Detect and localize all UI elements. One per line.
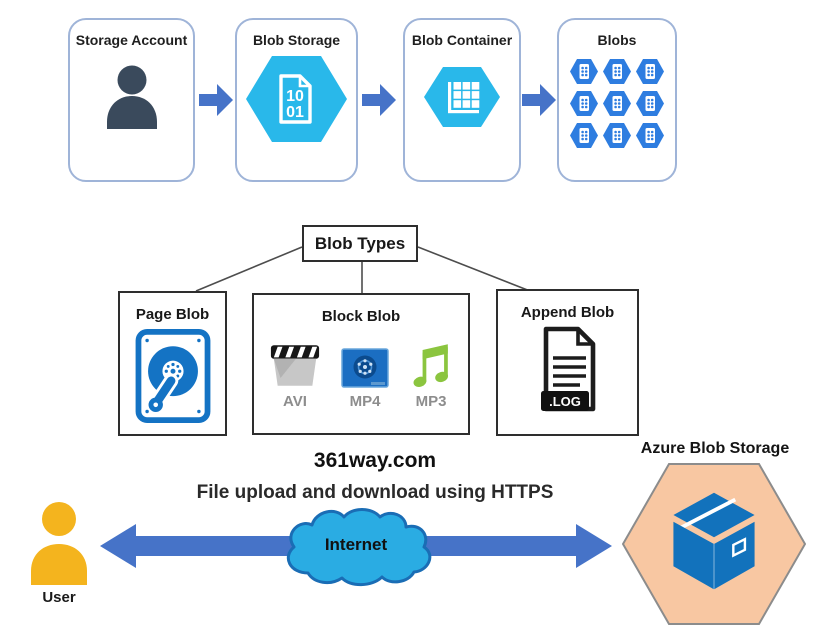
blob-storage-box: Blob Storage 10 01 <box>235 18 358 182</box>
blobs-box: Blobs <box>557 18 677 182</box>
clapperboard-icon <box>270 345 320 386</box>
avi-label: AVI <box>283 393 307 410</box>
blob-storage-label: Blob Storage <box>252 32 341 48</box>
watermark-text: 361way.com <box>313 449 437 472</box>
blob-hexagon-icon <box>636 123 664 148</box>
mp4-label: MP4 <box>349 393 381 410</box>
storage-account-label: Storage Account <box>75 32 188 48</box>
cloud-icon <box>286 508 432 587</box>
binary-document-hexagon-icon: 10 01 <box>246 56 347 142</box>
music-note-icon <box>413 344 449 387</box>
blob-hexagon-icon <box>570 59 598 84</box>
block-blob-box: Block Blob AVI <box>252 293 470 435</box>
append-blob-label: Append Blob <box>520 304 615 321</box>
format-mp3: MP3 <box>409 342 453 410</box>
append-blob-box: Append Blob .LOG <box>496 289 639 436</box>
page-blob-box: Page Blob <box>118 291 227 436</box>
blob-hexagon-icon <box>570 91 598 116</box>
log-document-icon: .LOG <box>540 326 595 412</box>
user-icon <box>31 502 87 585</box>
blob-types-box: Blob Types <box>302 225 418 262</box>
transfer-caption: File upload and download using HTTPS <box>196 482 554 503</box>
storage-account-box: Storage Account <box>68 18 195 182</box>
user-label: User <box>42 589 76 606</box>
blob-hexagon-icon <box>636 59 664 84</box>
blobs-label: Blobs <box>597 32 637 48</box>
blob-types-label: Blob Types <box>314 233 406 253</box>
package-box-icon <box>673 492 755 590</box>
video-file-icon <box>341 348 389 388</box>
blob-hexagon-icon <box>603 91 631 116</box>
internet-label: Internet <box>324 535 388 554</box>
person-icon <box>106 65 157 129</box>
hard-disk-icon <box>135 329 210 423</box>
blob-container-label: Blob Container <box>411 32 513 48</box>
binary-line-1: 10 <box>286 88 304 105</box>
format-mp4: MP4 <box>341 348 389 410</box>
tree-connector-lines <box>195 246 531 293</box>
flow-arrow-icon <box>199 84 233 116</box>
blob-hexagon-icon <box>570 123 598 148</box>
flow-arrow-icon <box>522 84 556 116</box>
format-row: AVI MP4 <box>269 342 453 410</box>
blob-hexagon-grid <box>569 58 665 149</box>
blob-hexagon-icon <box>636 91 664 116</box>
log-badge: .LOG <box>549 394 581 409</box>
blob-hexagon-icon <box>603 123 631 148</box>
azure-blob-storage-label: Azure Blob Storage <box>640 440 790 457</box>
block-blob-label: Block Blob <box>321 308 401 325</box>
grid-hexagon-icon <box>424 67 500 127</box>
blob-container-box: Blob Container <box>403 18 521 182</box>
mp3-label: MP3 <box>415 393 447 410</box>
blob-hexagon-icon <box>603 59 631 84</box>
page-blob-label: Page Blob <box>135 306 210 323</box>
format-avi: AVI <box>269 343 321 410</box>
binary-line-2: 01 <box>286 104 304 121</box>
flow-arrow-icon <box>362 84 396 116</box>
